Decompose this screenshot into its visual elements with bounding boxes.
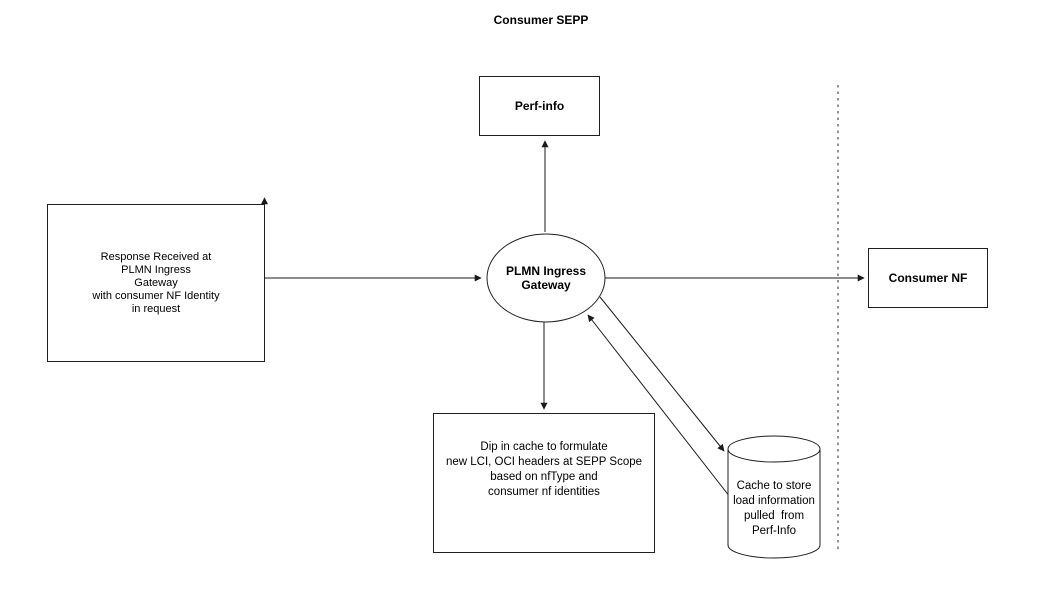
node-plmn-ingress-gateway-label[interactable]: PLMN Ingress Gateway — [505, 264, 586, 292]
node-response-received-label: Response Received at PLMN Ingress Gatewa… — [92, 250, 220, 315]
diagram-title: Consumer SEPP — [493, 13, 589, 27]
node-response-received[interactable]: Response Received at PLMN Ingress Gatewa… — [47, 204, 265, 362]
node-consumer-nf[interactable]: Consumer NF — [868, 248, 988, 308]
node-cache-store-label[interactable]: Cache to store load information pulled f… — [733, 480, 815, 537]
cache-cylinder-top — [727, 435, 821, 463]
node-consumer-nf-label: Consumer NF — [888, 271, 968, 285]
node-perf-info-label: Perf-info — [514, 99, 565, 113]
arrow-cache-to-gateway — [587, 314, 738, 507]
arrow-gateway-to-cache — [599, 296, 725, 452]
cache-cylinder-body — [727, 449, 821, 559]
node-perf-info[interactable]: Perf-info — [479, 76, 600, 136]
plmn-ingress-gateway-ellipse — [486, 233, 606, 323]
node-dip-in-cache[interactable]: Dip in cache to formulate new LCI, OCI h… — [433, 413, 655, 553]
node-dip-in-cache-label: Dip in cache to formulate new LCI, OCI h… — [445, 441, 643, 498]
